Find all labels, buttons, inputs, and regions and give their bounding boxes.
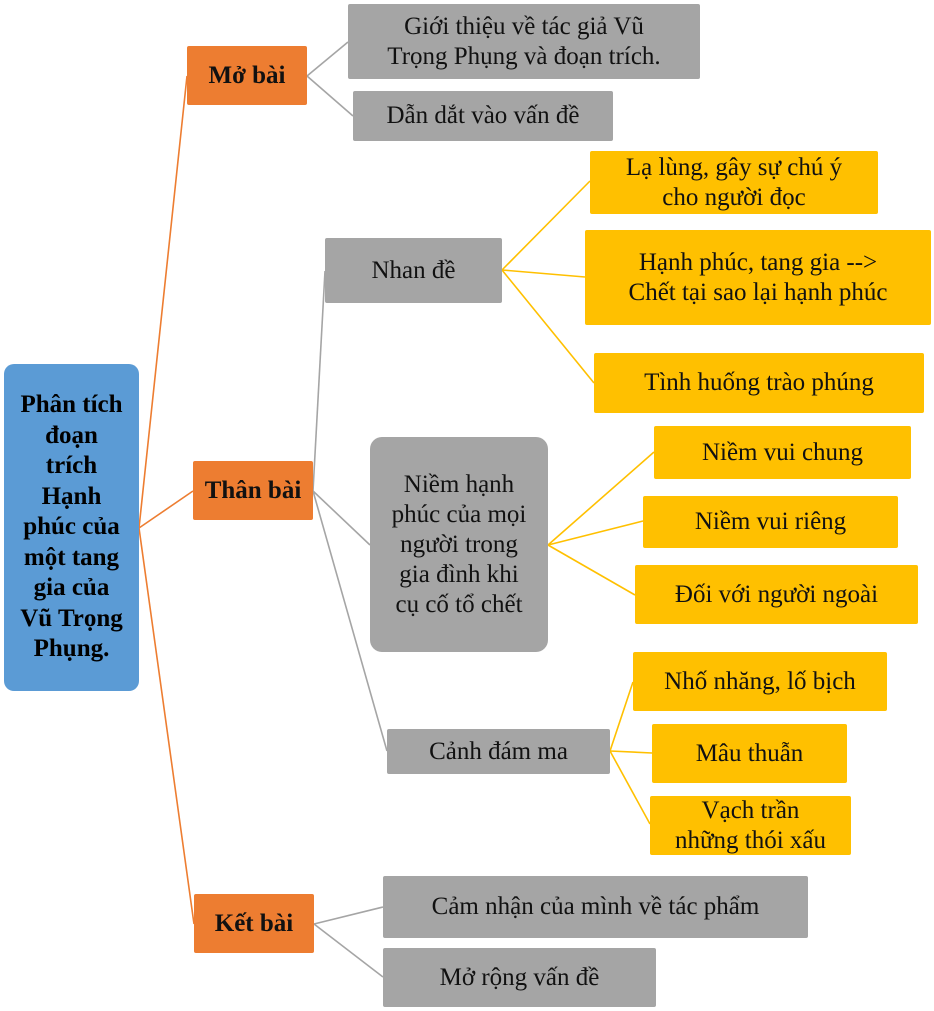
connector-ket-bai-2 <box>313 923 384 978</box>
ket-bai-item: Mở rộng vấn đề <box>383 948 656 1007</box>
connector-root-ket-bai <box>138 527 195 925</box>
connector-dam-ma-3 <box>609 750 651 825</box>
ket-bai-item: Cảm nhận của mình về tác phẩm <box>383 876 808 938</box>
root-topic-label: Phân tích đoạn trích Hạnh phúc của một t… <box>20 391 123 663</box>
connector-dam-ma-1 <box>609 681 634 752</box>
connector-niem-2 <box>547 520 644 546</box>
branch-than-bai-label: Thân bài <box>204 476 302 504</box>
mo-bai-item: Dẫn dắt vào vấn đề <box>353 91 613 141</box>
connector-than-bai-canh-dam-ma <box>312 490 388 752</box>
branch-mo-bai: Mở bài <box>187 46 307 105</box>
branch-ket-bai-label: Kết bài <box>214 909 294 937</box>
connector-niem-3 <box>547 544 636 596</box>
niem-hanh-phuc-item: Đối với người ngoài <box>635 565 918 624</box>
branch-ket-bai: Kết bài <box>194 894 314 953</box>
connector-than-bai-niem-hanh-phuc <box>312 490 371 546</box>
than-bai-nhan-de: Nhan đề <box>325 238 502 303</box>
root-topic: Phân tích đoạn trích Hạnh phúc của một t… <box>4 364 139 691</box>
canh-dam-ma-item: Mâu thuẫn <box>652 724 847 783</box>
connector-nhan-de-2 <box>501 269 586 278</box>
mo-bai-item: Giới thiệu về tác giả Vũ Trọng Phụng và … <box>348 4 700 79</box>
connector-root-than-bai <box>138 490 194 529</box>
than-bai-canh-dam-ma: Cảnh đám ma <box>387 729 610 774</box>
canh-dam-ma-item: Nhố nhăng, lố bịch <box>633 652 887 711</box>
than-bai-niem-hanh-phuc: Niềm hạnh phúc của mọi người trong gia đ… <box>370 437 548 652</box>
connector-nhan-de-3 <box>501 269 595 384</box>
connector-root-mo-bai <box>138 75 188 529</box>
nhan-de-item: Lạ lùng, gây sự chú ý cho người đọc <box>590 151 878 214</box>
connector-dam-ma-2 <box>609 750 653 754</box>
nhan-de-item: Tình huống trào phúng <box>594 353 924 413</box>
connector-niem-1 <box>547 451 655 546</box>
canh-dam-ma-item: Vạch trần những thói xấu <box>650 796 851 855</box>
niem-hanh-phuc-item: Niềm vui chung <box>654 426 911 479</box>
niem-hanh-phuc-item: Niềm vui riêng <box>643 496 898 548</box>
branch-than-bai: Thân bài <box>193 461 313 520</box>
connector-mo-bai-1 <box>306 41 349 77</box>
connector-mo-bai-2 <box>306 75 354 117</box>
nhan-de-item: Hạnh phúc, tang gia --> Chết tại sao lại… <box>585 230 931 325</box>
connector-than-bai-nhan-de <box>312 270 326 492</box>
connector-ket-bai-1 <box>313 906 384 925</box>
branch-mo-bai-label: Mở bài <box>208 61 286 89</box>
connector-nhan-de-1 <box>501 180 591 271</box>
